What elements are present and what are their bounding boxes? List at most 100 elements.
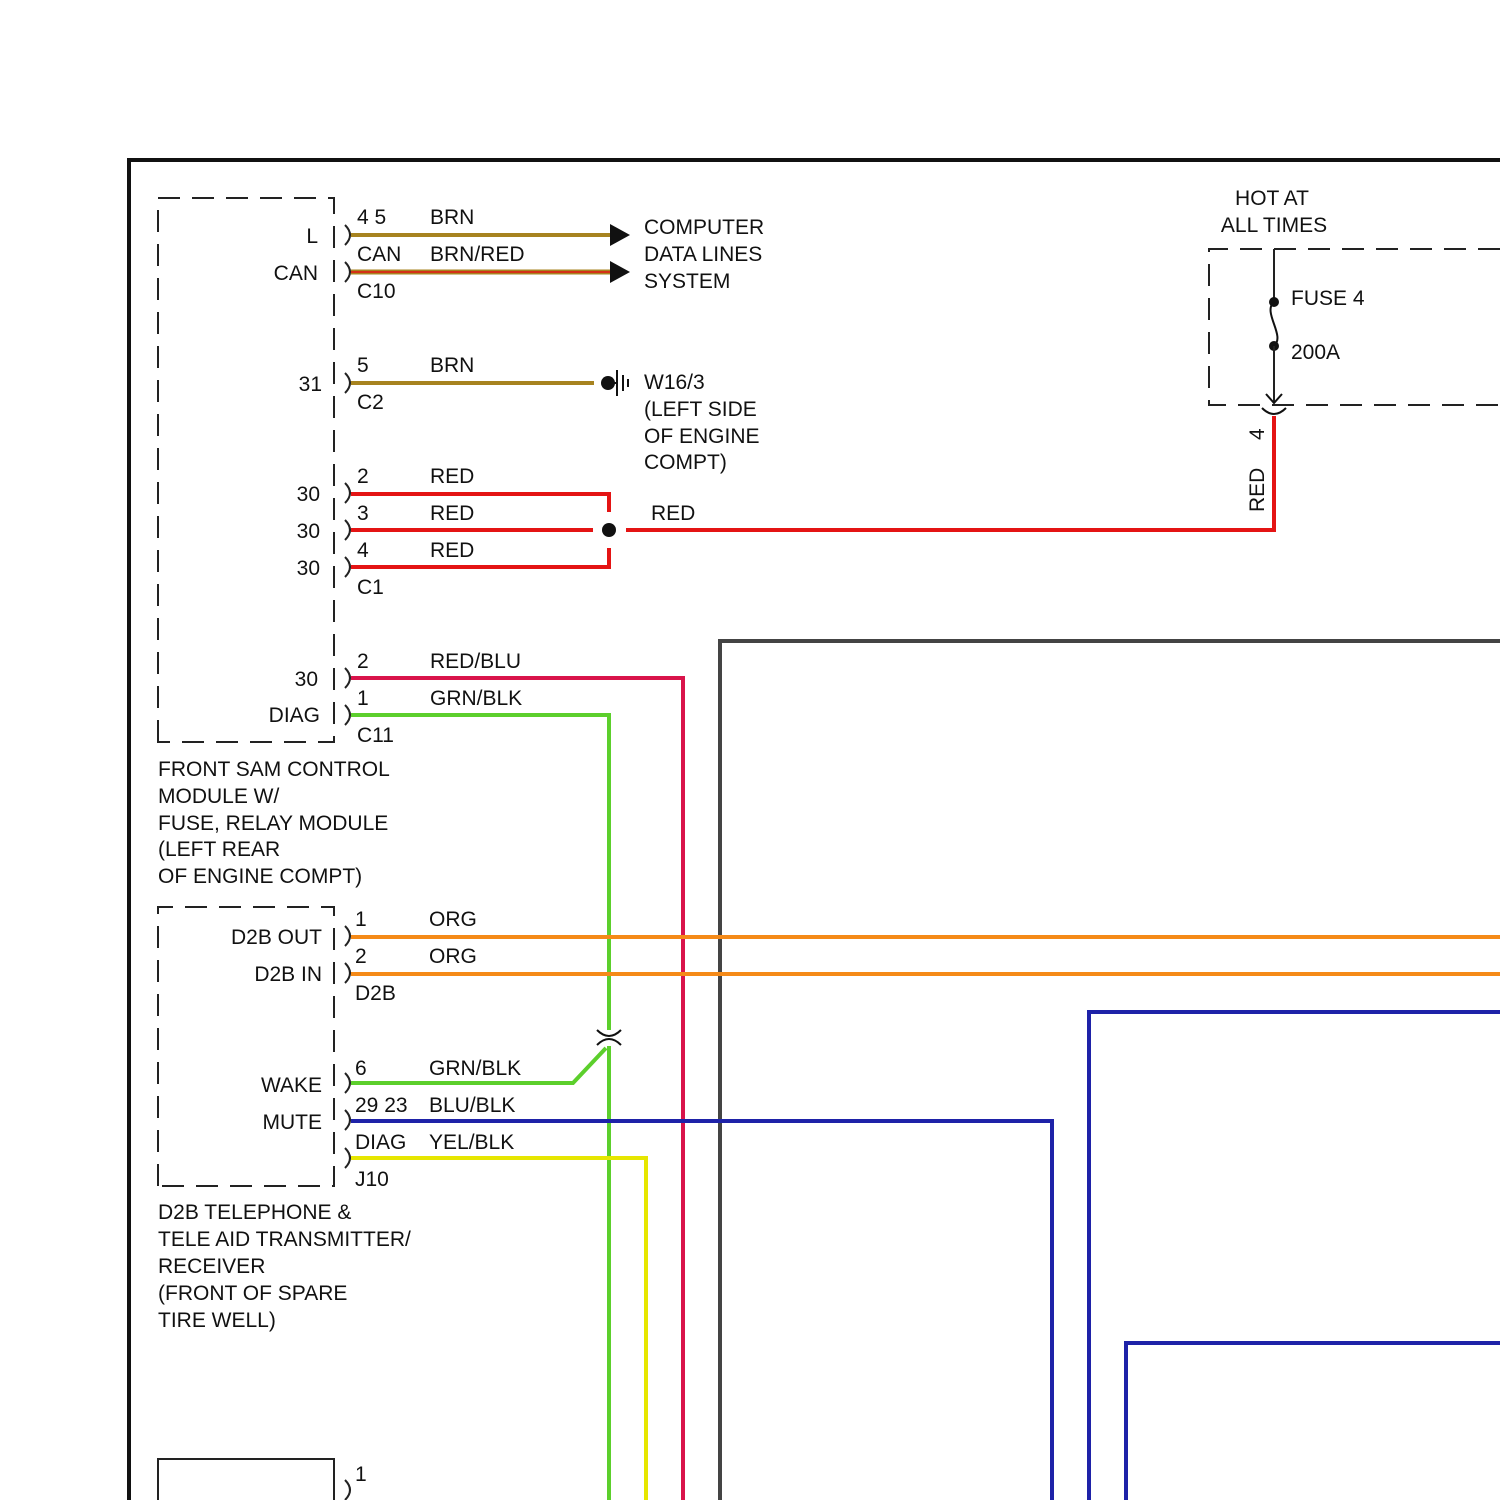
terminal-symbol <box>345 483 350 503</box>
arrow-icon <box>610 261 630 283</box>
description-line: D2B TELEPHONE & <box>158 1201 351 1224</box>
connector-name: D2B <box>355 982 396 1005</box>
wire-color-label: BLU/BLK <box>429 1094 515 1117</box>
description-line: RECEIVER <box>158 1255 265 1278</box>
description-line: FUSE, RELAY MODULE <box>158 812 388 835</box>
front-sam-module: L CAN 31 30 30 30 30 DIAG FRONT SAM CONT… <box>158 198 390 888</box>
inline-connector <box>597 1030 621 1045</box>
terminal-symbol <box>345 373 350 393</box>
wire-color-label: BRN/RED <box>430 243 525 266</box>
pin-number: 5 <box>357 354 369 377</box>
connector-d2b: 1 2 D2B ORG ORG <box>351 908 1500 1005</box>
fuse-name: FUSE 4 <box>1291 287 1365 310</box>
connector-c1: 2 3 4 C1 RED RED RED RED <box>351 416 1274 599</box>
description-line: FRONT SAM CONTROL <box>158 758 390 781</box>
pin-number: DIAG <box>355 1131 406 1154</box>
terminal-symbol <box>345 1110 350 1130</box>
label-line: OF ENGINE <box>644 425 760 448</box>
pin-number: 1 <box>355 1463 367 1486</box>
pin-label-30: 30 <box>297 520 320 543</box>
label-line: COMPUTER <box>644 216 764 239</box>
terminal-symbol <box>345 225 350 245</box>
pin-number: CAN <box>357 243 401 266</box>
pin-label-30: 30 <box>297 557 320 580</box>
description-line: TELE AID TRANSMITTER/ <box>158 1228 411 1251</box>
pin-label-diag: DIAG <box>269 704 320 727</box>
connector-name: C10 <box>357 280 396 303</box>
connector-symbol <box>597 1039 621 1045</box>
module-box-right <box>720 641 1500 1500</box>
description-line: (LEFT REAR <box>158 838 280 861</box>
connector-j10: 6 29 23 DIAG J10 GRN/BLK BLU/BLK YEL/BLK <box>351 1048 1052 1500</box>
terminal-symbol <box>345 963 350 983</box>
connector-name: C11 <box>357 724 394 747</box>
terminal-symbol <box>345 557 350 577</box>
label-line: W16/3 <box>644 371 705 394</box>
pin-label-30: 30 <box>297 483 320 506</box>
pin-label-30: 30 <box>295 668 318 691</box>
pin-number: 29 23 <box>355 1094 408 1117</box>
fuse-box-outline <box>1209 249 1500 405</box>
wire-color-label: RED <box>1246 468 1269 512</box>
ground-label: W16/3 (LEFT SIDE OF ENGINE COMPT) <box>644 371 760 474</box>
terminal-symbol <box>345 1148 350 1168</box>
computer-data-lines-label: COMPUTER DATA LINES SYSTEM <box>644 216 764 293</box>
pin-label-d2b-out: D2B OUT <box>231 926 322 949</box>
wire-color-label: RED <box>430 465 474 488</box>
bottom-module-box <box>158 1459 334 1500</box>
terminal-symbol <box>345 926 350 946</box>
pin-number: 4 <box>357 539 369 562</box>
connector-name: C1 <box>357 576 384 599</box>
telephone-description: D2B TELEPHONE & TELE AID TRANSMITTER/ RE… <box>158 1201 411 1332</box>
hot-at-all-times-label: HOT AT <box>1235 187 1309 210</box>
description-line: MODULE W/ <box>158 785 280 808</box>
description-line: TIRE WELL) <box>158 1309 276 1332</box>
wire-red <box>351 494 609 512</box>
pin-label-d2b-in: D2B IN <box>254 963 322 986</box>
arrow-icon <box>610 224 630 246</box>
front-sam-description: FRONT SAM CONTROL MODULE W/ FUSE, RELAY … <box>158 758 390 888</box>
wire-color-label: GRN/BLK <box>430 687 522 710</box>
terminal-symbol <box>345 1073 350 1093</box>
terminal-symbol <box>345 668 350 688</box>
wire-red-blu <box>351 678 683 1500</box>
terminal-symbol <box>345 1480 350 1500</box>
wire-color-label: RED <box>430 502 474 525</box>
label-line: DATA LINES <box>644 243 762 266</box>
pin-label-can: CAN <box>274 262 318 285</box>
wire-color-label: ORG <box>429 908 477 931</box>
connector-c2: 5 C2 BRN W16/3 (LEFT SIDE OF ENGINE COMP… <box>351 354 760 474</box>
wire-yel-blk <box>351 1158 646 1500</box>
fuse-box: HOT AT ALL TIMES FUSE 4 200A 4 RED <box>1209 187 1500 512</box>
pin-number: 1 <box>355 908 367 931</box>
terminal-symbol <box>345 705 350 725</box>
pin-label-mute: MUTE <box>263 1111 323 1134</box>
pin-number: 4 5 <box>357 206 386 229</box>
pin-number: 2 <box>357 465 369 488</box>
wire-color-label: YEL/BLK <box>429 1131 514 1154</box>
connector-symbol <box>597 1030 621 1036</box>
fuse-rating: 200A <box>1291 341 1340 364</box>
pin-number: 3 <box>357 502 369 525</box>
splice-dot <box>602 523 616 537</box>
wire-color-label: BRN <box>430 354 474 377</box>
bottom-module: 1 <box>158 1459 367 1500</box>
ground-icon <box>601 370 628 396</box>
label-line: SYSTEM <box>644 270 730 293</box>
pin-number: 4 <box>1246 428 1269 440</box>
wire-color-label: GRN/BLK <box>429 1057 521 1080</box>
module-box-blue <box>1126 1343 1500 1500</box>
wire-red <box>351 548 609 567</box>
wire-color-label: RED <box>651 502 695 525</box>
connector-name: C2 <box>357 391 384 414</box>
fuse-icon <box>1271 302 1278 346</box>
description-line: OF ENGINE COMPT) <box>158 865 362 888</box>
pin-number: 2 <box>357 650 369 673</box>
pin-label-l: L <box>306 225 318 248</box>
terminal-symbol <box>345 262 350 282</box>
module-box-blue <box>1089 1012 1500 1500</box>
terminal-symbol <box>345 520 350 540</box>
connector-c10: 4 5 CAN C10 BRN BRN/RED COMPUTER DATA LI… <box>351 206 764 303</box>
wire-blu-blk <box>351 1121 1052 1500</box>
